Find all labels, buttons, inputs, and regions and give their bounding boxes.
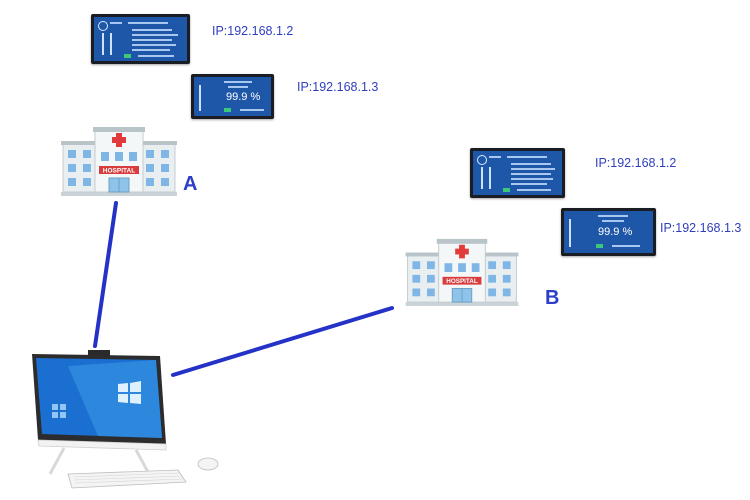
value-readout: 99.9 % (226, 91, 261, 103)
hospital-building-b: HOSPITAL (405, 238, 519, 306)
display-screen-b1 (470, 148, 565, 198)
link-computer-to-site-a (93, 201, 118, 348)
dashboard-panel (94, 17, 187, 61)
windows-logo-icon (118, 381, 141, 404)
logo-icon (477, 155, 487, 165)
mouse (197, 457, 219, 471)
hospital-sign-a: HOSPITAL (103, 168, 135, 175)
dashboard-panel: 99.9 % (564, 211, 653, 253)
value-readout: 99.9 % (598, 226, 633, 238)
webcam-icon (88, 350, 110, 356)
hospital-building-a: HOSPITAL (61, 127, 177, 196)
ip-label-a1: IP:192.168.1.2 (212, 24, 294, 38)
dashboard-panel: 99.9 % (194, 77, 271, 116)
all-in-one-computer (32, 350, 219, 489)
display-screen-a2: 99.9 % (191, 74, 274, 119)
ip-label-b1: IP:192.168.1.2 (595, 156, 677, 170)
status-indicator (596, 244, 603, 248)
display-screen-a1 (91, 14, 190, 64)
logo-icon (98, 21, 108, 31)
ip-label-a2: IP:192.168.1.3 (297, 80, 379, 94)
site-label-b: B (545, 287, 560, 309)
hospital-sign-b: HOSPITAL (446, 278, 478, 285)
link-computer-to-site-b (171, 306, 394, 377)
display-screen-b2: 99.9 % (561, 208, 656, 256)
status-indicator (224, 108, 231, 112)
dashboard-panel (473, 151, 562, 195)
status-indicator (503, 188, 510, 192)
keyboard (67, 469, 187, 489)
site-label-a: A (183, 173, 198, 195)
ip-label-b2: IP:192.168.1.3 (660, 221, 742, 235)
status-indicator (124, 54, 131, 58)
